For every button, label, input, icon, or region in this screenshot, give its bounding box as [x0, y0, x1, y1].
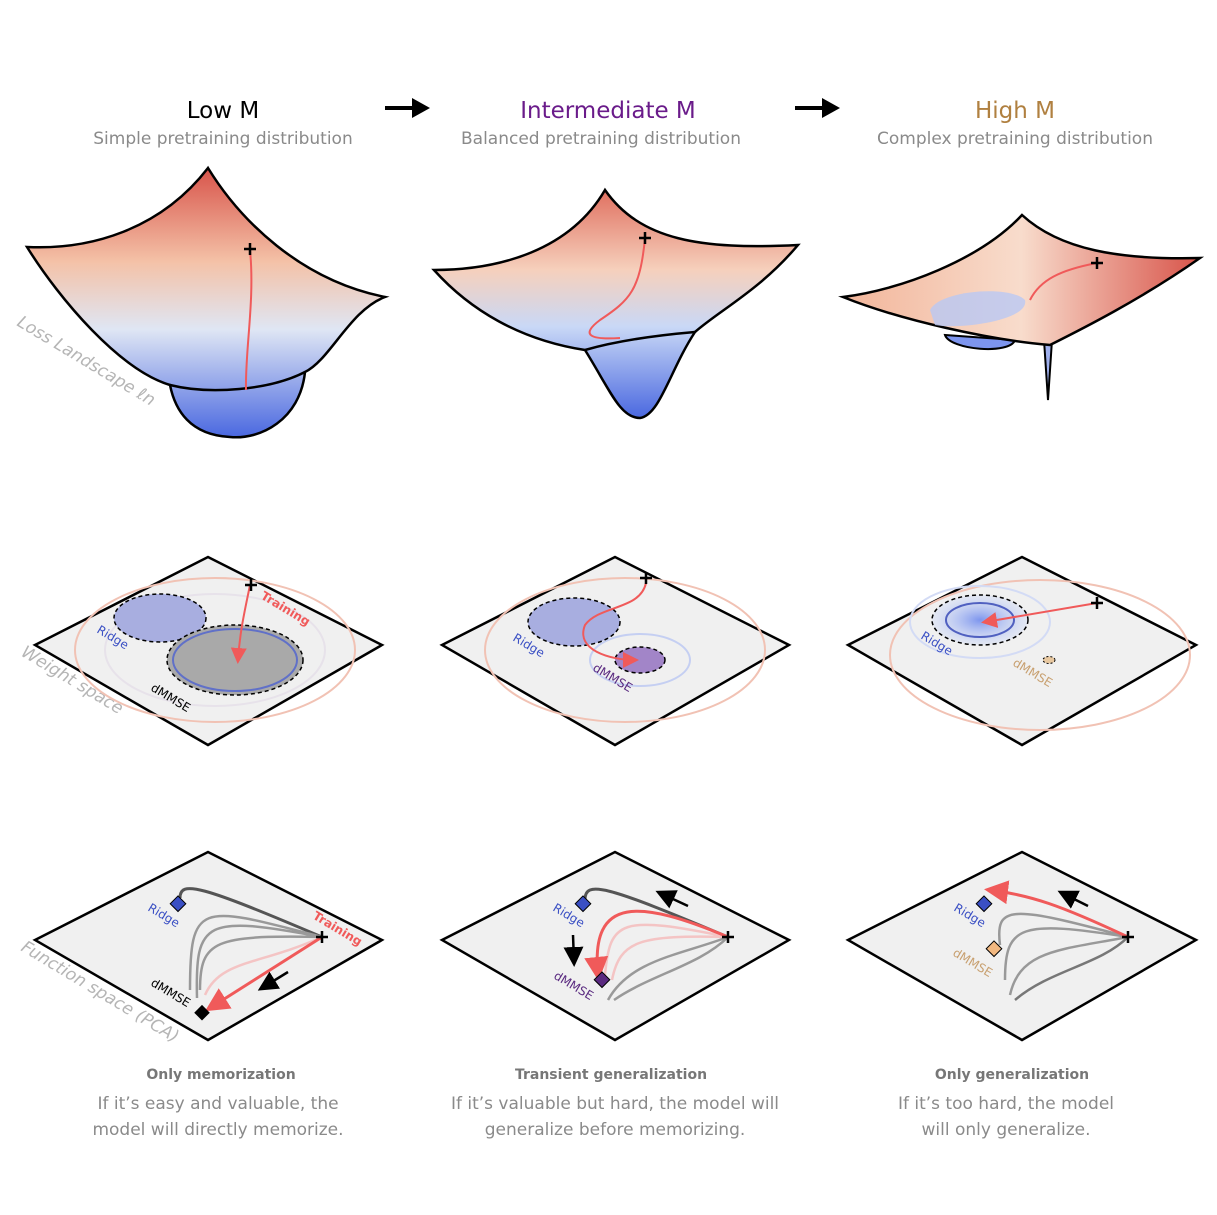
loss-surface-low-m [24, 165, 390, 439]
caption-line: If it’s valuable but hard, the model wil… [451, 1094, 779, 1114]
arrow-icon [1057, 890, 1089, 909]
caption-line: generalize before memorizing. [485, 1120, 746, 1140]
weight-space-low-m: Ridge dMMSE Training [32, 555, 385, 747]
subtitle-intermediate-m: Balanced pretraining distribution [461, 129, 741, 149]
start-cross-icon [316, 931, 328, 943]
subtitle-low-m: Simple pretraining distribution [93, 129, 352, 149]
title-low-m: Low M [187, 98, 259, 124]
weight-space-high-m: Ridge dMMSE [845, 555, 1199, 747]
function-space-low-m: Ridge dMMSE Training [32, 850, 385, 1042]
start-cross-icon [1091, 257, 1103, 269]
caption-line: If it’s too hard, the model [898, 1094, 1114, 1114]
weight-space-intermediate-m: Ridge dMMSE [439, 555, 792, 747]
start-cross-icon [1122, 931, 1134, 943]
start-cross-icon [244, 243, 256, 255]
subtitle-high-m: Complex pretraining distribution [877, 129, 1153, 149]
caption-title-high-m: Only generalization [935, 1067, 1089, 1083]
title-high-m: High M [975, 98, 1055, 124]
column-header-high-m: High M Complex pretraining distribution [877, 98, 1153, 149]
function-space-intermediate-m: Ridge dMMSE [439, 850, 792, 1042]
start-cross-icon [639, 232, 651, 244]
column-header-intermediate-m: Intermediate M Balanced pretraining dist… [461, 98, 741, 149]
start-cross-icon [722, 931, 734, 943]
loss-surface-intermediate-m [431, 187, 801, 420]
caption-line: will only generalize. [922, 1120, 1091, 1140]
arrow-icon [655, 890, 689, 909]
start-cross-icon [245, 579, 257, 591]
caption-title-intermediate-m: Transient generalization [515, 1067, 707, 1083]
start-cross-icon [1091, 597, 1103, 609]
column-header-low-m: Low M Simple pretraining distribution [93, 98, 352, 149]
arrow-right-icon [385, 98, 430, 118]
arrow-icon [257, 970, 289, 991]
start-cross-icon [640, 572, 652, 584]
function-space-high-m: Ridge dMMSE [845, 850, 1199, 1042]
title-intermediate-m: Intermediate M [520, 98, 696, 124]
caption-line: If it’s easy and valuable, the [97, 1094, 338, 1114]
arrow-icon [563, 934, 584, 967]
arrow-right-icon [795, 98, 840, 118]
loss-surface-high-m [838, 213, 1205, 401]
caption-line: model will directly memorize. [92, 1120, 343, 1140]
caption-title-low-m: Only memorization [146, 1067, 295, 1083]
